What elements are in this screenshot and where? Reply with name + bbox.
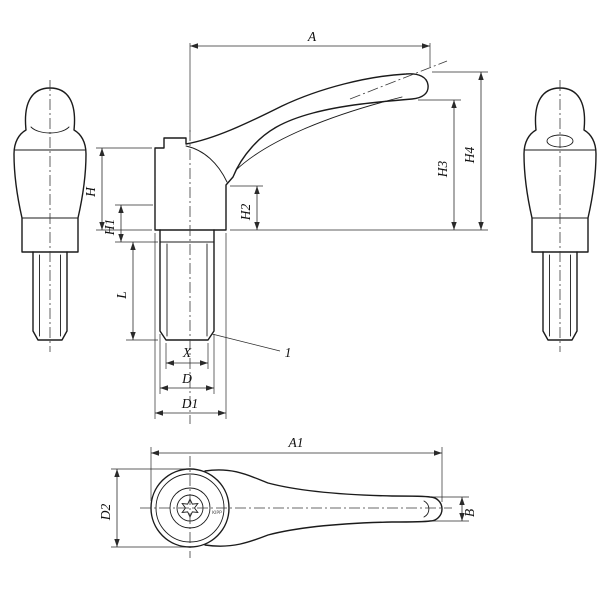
handle-crease-line	[235, 96, 403, 171]
dim-label-d1: D1	[181, 396, 199, 411]
dim-label-h2: H2	[238, 204, 253, 222]
extension-lines	[96, 43, 488, 548]
dim-label-a: A	[307, 29, 317, 44]
brand-mark: KIPP	[212, 510, 222, 516]
right-view-outline	[523, 87, 597, 253]
dim-label-d2: D2	[98, 504, 113, 522]
stud-outline	[159, 229, 215, 341]
callout-1-label: 1	[285, 345, 292, 360]
dim-label-l: L	[114, 291, 129, 300]
bottom-view: KIPP	[140, 456, 452, 558]
dim-label-x: X	[182, 345, 192, 360]
front-view-right	[523, 80, 597, 352]
left-view-stud	[32, 251, 68, 341]
lever-body-outline	[154, 73, 429, 231]
side-view	[154, 60, 448, 424]
dimension-labels: A H H1 H2 L H3 H4 X D D1 1 A1 D2 B	[83, 29, 477, 521]
dimension-lines	[99, 43, 484, 547]
left-view-outline	[13, 87, 87, 253]
dim-label-a1: A1	[288, 435, 304, 450]
callout-1-leader	[211, 333, 281, 352]
handle-axis-centerline	[349, 60, 448, 100]
dim-label-b: B	[462, 509, 477, 517]
top-view-handle-outline	[204, 469, 443, 547]
hub-fillet-line	[185, 145, 228, 183]
dim-label-d: D	[181, 371, 192, 386]
top-view-tip-arc	[423, 500, 430, 518]
front-view-left	[13, 80, 87, 352]
dim-label-h: H	[83, 186, 98, 198]
dim-label-h1: H1	[102, 219, 117, 237]
dim-label-h3: H3	[435, 161, 450, 179]
dim-label-h4: H4	[462, 147, 477, 165]
right-view-stud	[542, 251, 578, 341]
